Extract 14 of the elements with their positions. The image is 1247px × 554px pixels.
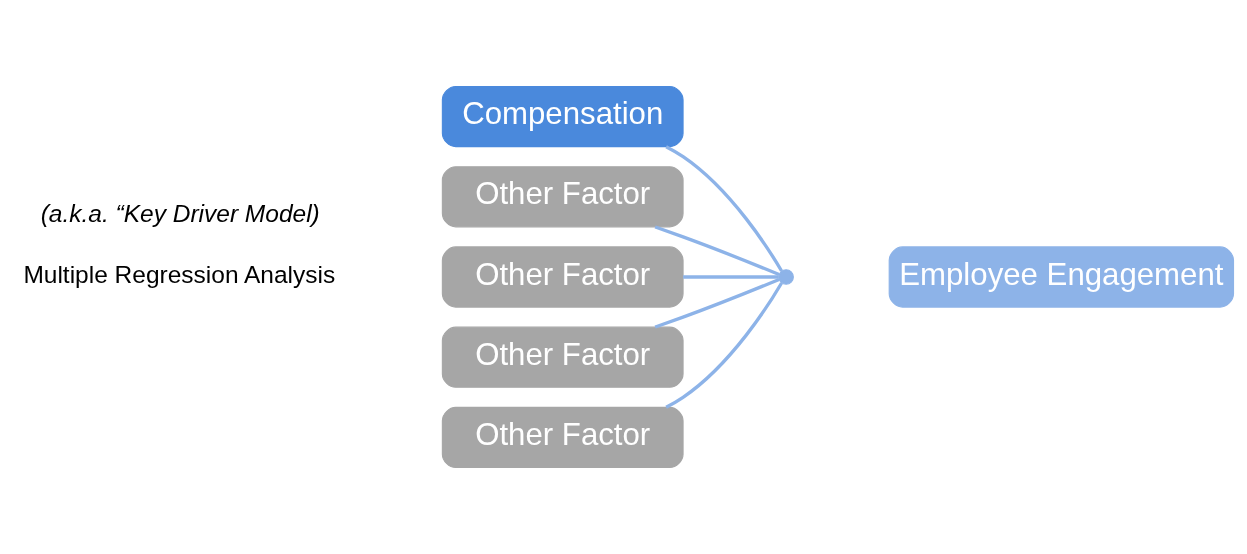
node-box: Employee Engagement <box>888 246 1234 308</box>
label: Multiple Regression Analysis <box>22 261 335 289</box>
node-box: Other Factor <box>441 406 684 469</box>
node-box: Other Factor <box>441 166 684 228</box>
connector <box>654 277 780 329</box>
node-box: Compensation <box>441 85 684 148</box>
connector <box>682 275 779 279</box>
connector <box>664 145 783 272</box>
connector <box>664 282 783 409</box>
node-box: Other Factor <box>441 326 684 388</box>
node-box: Other Factor <box>441 246 684 308</box>
node-circle <box>777 269 794 285</box>
connector <box>654 225 780 277</box>
label: (a.k.a. “Key Driver Model) <box>40 199 320 227</box>
